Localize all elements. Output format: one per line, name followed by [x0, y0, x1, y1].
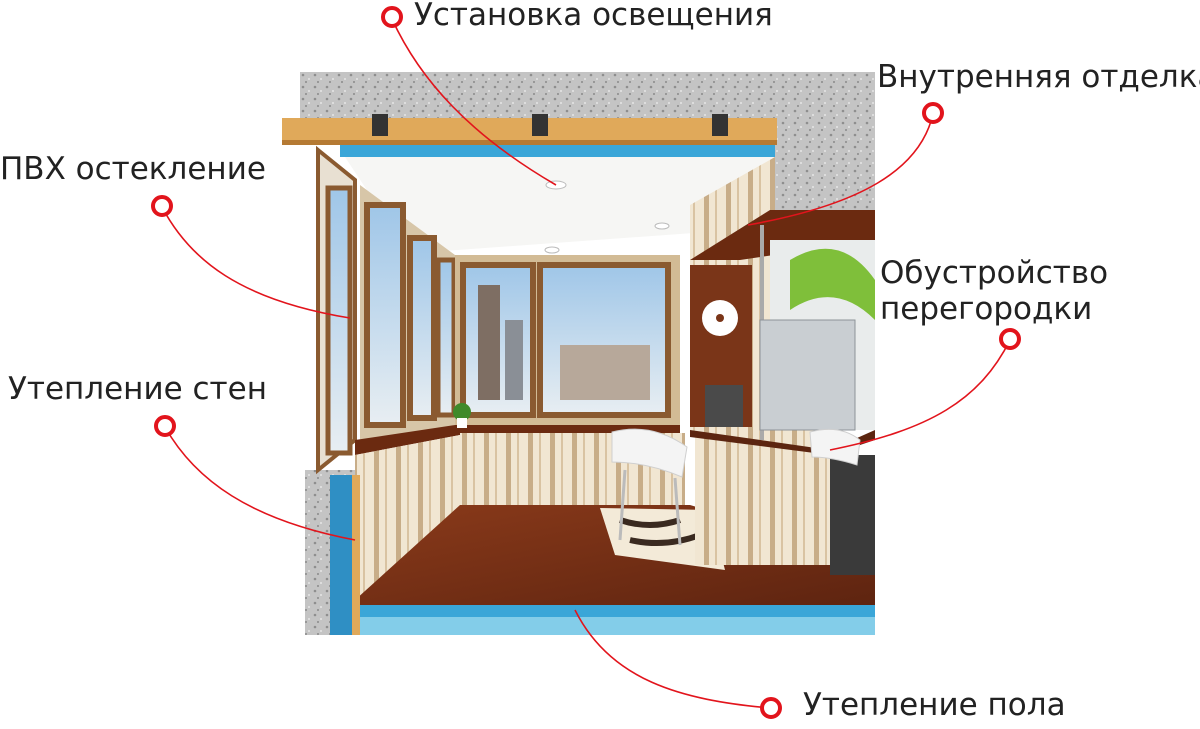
callout-dot-lighting	[381, 6, 403, 28]
label-floor-insulation: Утепление пола	[803, 687, 1066, 723]
callout-dot-inner-finish	[922, 102, 944, 124]
floor-rug	[600, 508, 725, 570]
leader-lighting	[391, 18, 557, 186]
label-inner-finish: Внутренняя отделка	[877, 59, 1200, 95]
callout-dot-pvc-glazing	[151, 195, 173, 217]
concrete-slab	[300, 72, 875, 635]
leader-partition	[829, 339, 1011, 451]
kitchen-area	[705, 240, 875, 575]
callout-dot-partition	[999, 328, 1021, 350]
back-window	[455, 255, 680, 425]
pvc-window-frames	[316, 145, 457, 475]
label-wall-insulation: Утепление стен	[8, 371, 267, 407]
leader-wall-insulation	[164, 426, 356, 541]
bar-chairs	[611, 428, 861, 546]
leader-floor-insulation	[574, 609, 771, 709]
callout-dot-floor-insulation	[760, 697, 782, 719]
leader-pvc-glazing	[161, 206, 351, 319]
wall-insulation-layer	[330, 475, 360, 635]
wall-clock	[702, 300, 738, 336]
ceiling-insulation	[340, 145, 775, 157]
label-lighting: Установка освещения	[414, 0, 773, 33]
leader-inner-finish	[747, 113, 934, 226]
floor-insulation-layer	[355, 605, 875, 635]
lower-wall-left	[355, 435, 460, 600]
callout-lines	[161, 18, 1011, 709]
label-partition-line1: Обустройство	[880, 255, 1109, 291]
plant	[453, 403, 471, 428]
label-partition-line2: перегородки	[880, 291, 1093, 327]
label-pvc-glazing: ПВХ остекление	[0, 151, 266, 187]
window-sill	[355, 425, 680, 455]
callout-dot-wall-insulation	[154, 415, 176, 437]
ceiling-battens	[282, 114, 777, 145]
